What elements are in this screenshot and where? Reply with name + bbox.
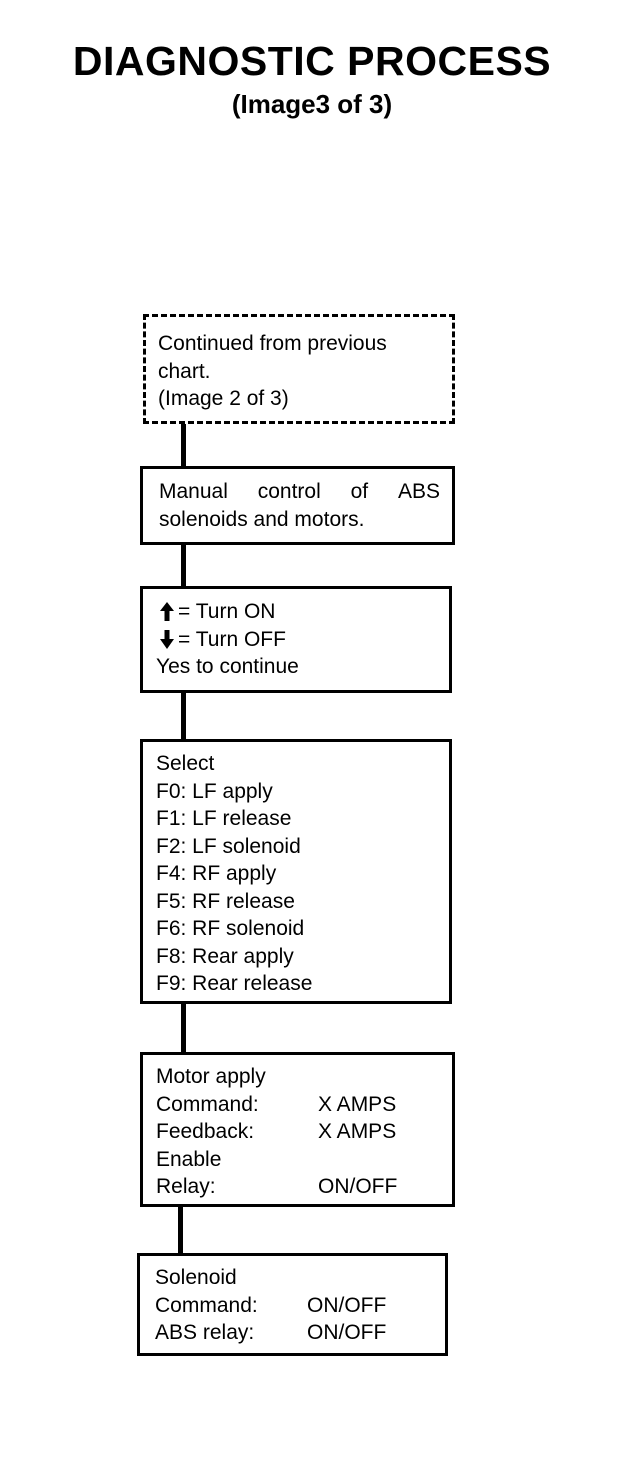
connector-select-to-motor: [181, 1004, 186, 1052]
legend-label-on: = Turn ON: [178, 600, 276, 623]
select-heading: Select: [156, 752, 215, 775]
node-motor-apply: Motor apply Command: X AMPS Feedback: X …: [140, 1052, 455, 1207]
arrow-up-icon: [160, 601, 174, 621]
connector-continued-to-manual: [181, 424, 186, 466]
motor-command-value: X AMPS: [318, 1092, 397, 1116]
motor-command-label: Command:: [156, 1092, 259, 1116]
legend-row-on: = Turn ON: [156, 598, 439, 626]
select-item-f4[interactable]: F4: RF apply: [156, 862, 277, 885]
page-title-block: DIAGNOSTIC PROCESS (Image3 of 3): [0, 38, 624, 120]
motor-heading: Motor apply: [156, 1065, 266, 1088]
arrow-down-icon: [160, 630, 174, 650]
manual-word-control: control: [257, 480, 321, 503]
select-item-f5[interactable]: F5: RF release: [156, 889, 295, 913]
solenoid-row-abs-relay: ABS relay: ON/OFF: [155, 1319, 427, 1347]
page-subtitle: (Image3 of 3): [231, 89, 393, 119]
connector-legend-to-select: [181, 693, 186, 739]
select-item-f0[interactable]: F0: LF apply: [156, 779, 273, 803]
legend-row-off: = Turn OFF: [156, 626, 439, 654]
continued-line-3: (Image 2 of 3): [158, 387, 289, 410]
continued-line-2: chart.: [158, 359, 211, 383]
solenoid-heading: Solenoid: [155, 1266, 237, 1289]
select-item-f6[interactable]: F6: RF solenoid: [156, 917, 305, 940]
solenoid-row-command: Command: ON/OFF: [155, 1292, 427, 1320]
motor-row-command: Command: X AMPS: [156, 1091, 438, 1119]
legend-label-off: = Turn OFF: [178, 627, 286, 651]
solenoid-command-value: ON/OFF: [307, 1293, 387, 1317]
motor-row-feedback: Feedback: X AMPS: [156, 1118, 438, 1146]
solenoid-abs-relay-label: ABS relay:: [155, 1321, 255, 1344]
node-manual-control: Manual control of ABS solenoids and moto…: [140, 466, 455, 545]
manual-line-2: solenoids and motors.: [159, 507, 365, 531]
connector-motor-to-solenoid: [178, 1207, 183, 1253]
motor-relay-label: Relay:: [156, 1175, 216, 1198]
motor-row-relay: Relay: ON/OFF: [156, 1173, 438, 1201]
manual-word-of: of: [350, 480, 369, 503]
motor-feedback-value: X AMPS: [318, 1120, 397, 1143]
manual-word-abs: ABS: [397, 480, 440, 503]
solenoid-command-label: Command:: [155, 1293, 258, 1317]
select-item-f8[interactable]: F8: Rear apply: [156, 944, 294, 968]
connector-manual-to-legend: [181, 545, 186, 586]
motor-feedback-label: Feedback:: [156, 1120, 255, 1143]
select-item-f9[interactable]: F9: Rear release: [156, 972, 313, 995]
node-continued-from-previous: Continued from previous chart. (Image 2 …: [143, 314, 455, 424]
legend-label-continue: Yes to continue: [156, 655, 299, 678]
select-item-f1[interactable]: F1: LF release: [156, 807, 292, 830]
node-select-functions: Select F0: LF apply F1: LF release F2: L…: [140, 739, 452, 1004]
continued-line-1: Continued from previous: [158, 332, 387, 355]
node-solenoid: Solenoid Command: ON/OFF ABS relay: ON/O…: [137, 1253, 448, 1356]
node-turn-legend: = Turn ON = Turn OFF Yes to continue: [140, 586, 452, 693]
motor-relay-value: ON/OFF: [318, 1175, 398, 1198]
solenoid-abs-relay-value: ON/OFF: [307, 1321, 387, 1344]
manual-line-1: Manual control of ABS: [159, 478, 440, 506]
manual-word-manual: Manual: [159, 480, 228, 503]
motor-enable-label: Enable: [156, 1147, 222, 1171]
page-title: DIAGNOSTIC PROCESS: [72, 38, 552, 84]
select-item-f2[interactable]: F2: LF solenoid: [156, 834, 301, 858]
